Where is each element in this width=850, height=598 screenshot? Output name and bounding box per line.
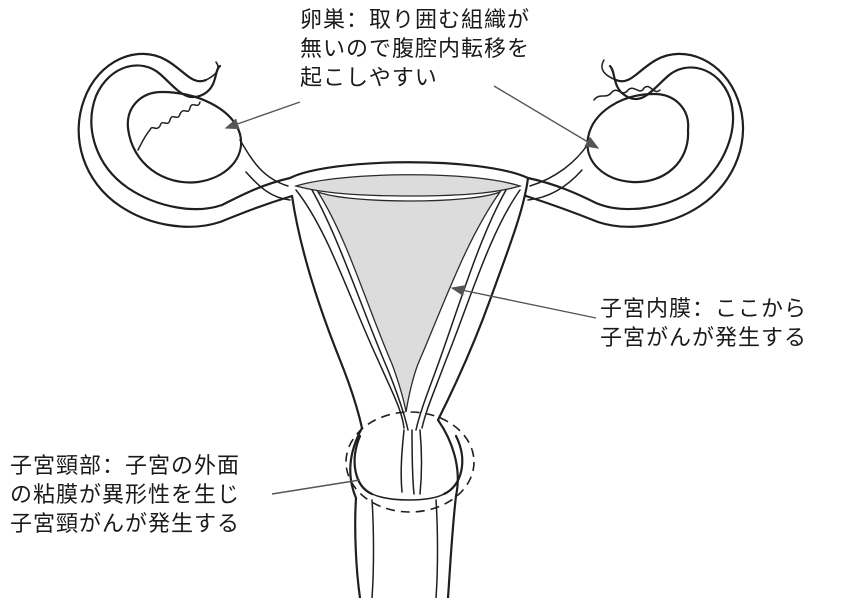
cervix-label-line-2: の粘膜が異形性を生じ (10, 481, 240, 510)
ovary-leader-right (494, 86, 598, 148)
endometrium-label-line-2: 子宮がんが発生する (600, 324, 807, 353)
left-ovary (128, 92, 290, 200)
ovary-label: 卵巣：取り囲む組織が 無いので腹腔内転移を 起こしやすい (300, 6, 530, 93)
endometrium-label: 子宮内膜：ここから 子宮がんが発生する (600, 295, 807, 353)
ovary-label-line-1: 卵巣：取り囲む組織が (300, 6, 530, 35)
endometrium (296, 175, 520, 430)
endometrium-label-line-1: 子宮内膜：ここから (600, 295, 807, 324)
left-fallopian-tube (79, 54, 292, 227)
cervix-label-line-1: 子宮頸部：子宮の外面 (10, 452, 240, 481)
cervix-leader (272, 480, 360, 494)
right-fallopian-tube (526, 54, 743, 227)
ovary-label-line-3: 起こしやすい (300, 64, 530, 93)
right-ovary (528, 86, 688, 200)
cervix-label-line-3: 子宮頸がんが発生する (10, 510, 240, 539)
ovary-label-line-2: 無いので腹腔内転移を (300, 35, 530, 64)
ovary-leader-left (226, 102, 300, 128)
cervix-label: 子宮頸部：子宮の外面 の粘膜が異形性を生じ 子宮頸がんが発生する (10, 452, 240, 539)
endometrium-leader (452, 288, 596, 318)
